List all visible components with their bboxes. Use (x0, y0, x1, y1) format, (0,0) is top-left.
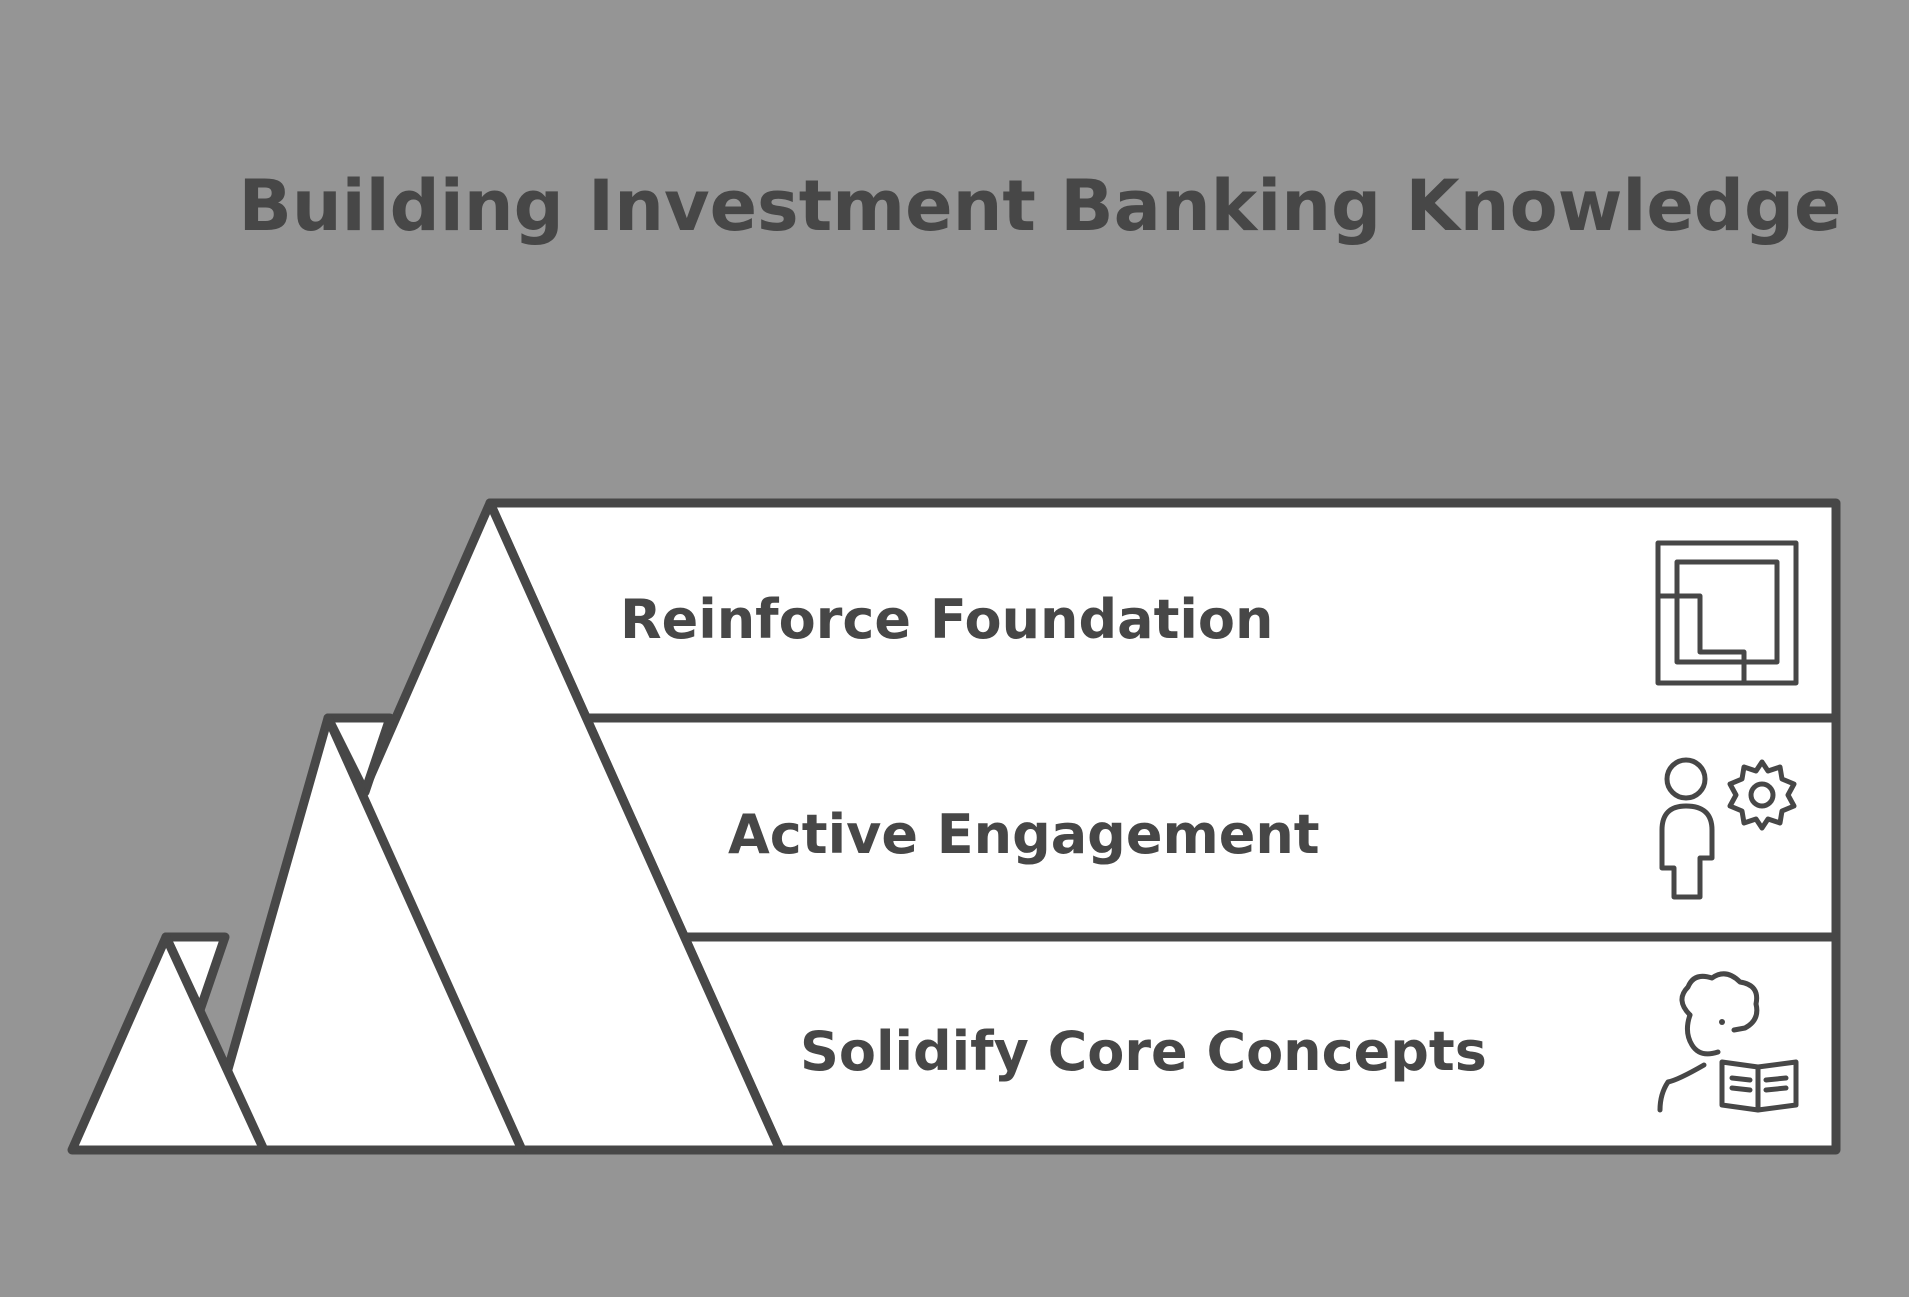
medium-mountain-peak (200, 713, 527, 1155)
level-label-active-engagement: Active Engagement (728, 803, 1320, 866)
small-mountain (67, 932, 269, 1155)
foundation-blocks-icon (1655, 540, 1799, 686)
level-label-reinforce-foundation: Reinforce Foundation (620, 588, 1273, 651)
reader-book-icon (1657, 971, 1799, 1113)
person-gear-icon (1659, 757, 1797, 900)
level-label-solidify-core-concepts: Solidify Core Concepts (800, 1020, 1487, 1083)
diagram-title: Building Investment Banking Knowledge (238, 165, 1841, 247)
